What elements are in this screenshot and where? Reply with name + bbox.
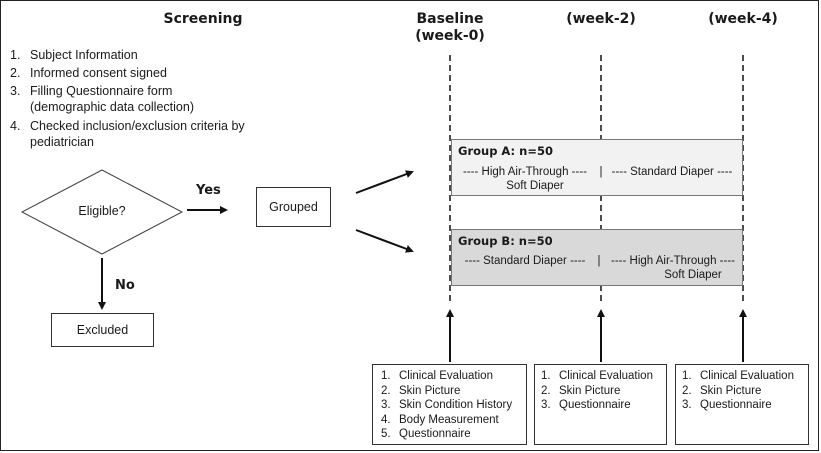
- group-a-divider: |: [599, 166, 603, 178]
- header-screening: Screening: [163, 11, 243, 27]
- group-a-period2: ---- Standard Diaper ----: [611, 166, 733, 178]
- group-a-period1-line2: Soft Diaper: [506, 180, 564, 192]
- yes-label: Yes: [196, 183, 221, 198]
- baseline-visit-box: 1.Clinical Evaluation 2.Skin Picture 3.S…: [372, 364, 527, 445]
- decision-label: Eligible?: [78, 204, 126, 218]
- screening-step: 3.Filling Questionnaire form (demographi…: [10, 84, 194, 114]
- excluded-box: Excluded: [51, 313, 154, 347]
- group-b-period2-line2: Soft Diaper: [664, 269, 722, 281]
- screening-step: 1.Subject Information: [10, 48, 138, 62]
- grouped-box: Grouped: [256, 187, 331, 227]
- visit-item: 3.Questionnaire: [541, 399, 631, 411]
- arrow-to-group-b: [355, 229, 414, 253]
- visit-item: 2.Skin Picture: [682, 384, 762, 397]
- decision-diamond: [20, 169, 184, 255]
- visit-item: 2.Skin Picture: [381, 384, 461, 397]
- group-b-title: Group B: n=50: [458, 234, 553, 248]
- group-b-period2-line1: ---- High Air-Through ----: [611, 255, 735, 267]
- group-a-title: Group A: n=50: [458, 144, 553, 158]
- group-a-box: Group A: n=50 ---- High Air-Through ----…: [451, 139, 743, 196]
- group-a-period1-line1: ---- High Air-Through ----: [463, 166, 587, 178]
- visit-item: 3.Skin Condition History: [381, 399, 513, 411]
- header-baseline: Baseline: [416, 11, 484, 27]
- visit-item: 2.Skin Picture: [541, 384, 621, 397]
- group-b-box: Group B: n=50 ---- Standard Diaper ---- …: [451, 229, 743, 286]
- week2-visit-box: 1.Clinical Evaluation 2.Skin Picture 3.Q…: [534, 364, 667, 445]
- group-a-period1: ---- High Air-Through ---- Soft Diaper: [452, 165, 598, 193]
- visit-item: 4.Body Measurement: [381, 413, 499, 426]
- no-label: No: [115, 278, 135, 293]
- header-baseline-week: (week-0): [415, 28, 485, 44]
- header-week2: (week-2): [566, 11, 636, 27]
- visit-item: 5.Questionnaire: [381, 428, 471, 440]
- visit-item: 1.Clinical Evaluation: [541, 370, 653, 382]
- screening-step: 2.Informed consent signed: [10, 66, 167, 80]
- header-week4: (week-4): [708, 11, 778, 27]
- arrow-to-group-a: [355, 170, 414, 194]
- screening-steps: 1.Subject Information 2.Informed consent…: [10, 46, 250, 150]
- group-b-period1: ---- Standard Diaper ----: [464, 255, 586, 267]
- screening-step: 4.Checked inclusion/exclusion criteria b…: [10, 119, 245, 149]
- group-b-divider: |: [597, 255, 601, 267]
- week4-visit-box: 1.Clinical Evaluation 2.Skin Picture 3.Q…: [675, 364, 809, 445]
- visit-item: 1.Clinical Evaluation: [682, 370, 794, 382]
- group-b-period2: ---- High Air-Through ---- Soft Diaper: [602, 254, 744, 282]
- visit-item: 3.Questionnaire: [682, 399, 772, 411]
- visit-item: 1.Clinical Evaluation: [381, 370, 493, 382]
